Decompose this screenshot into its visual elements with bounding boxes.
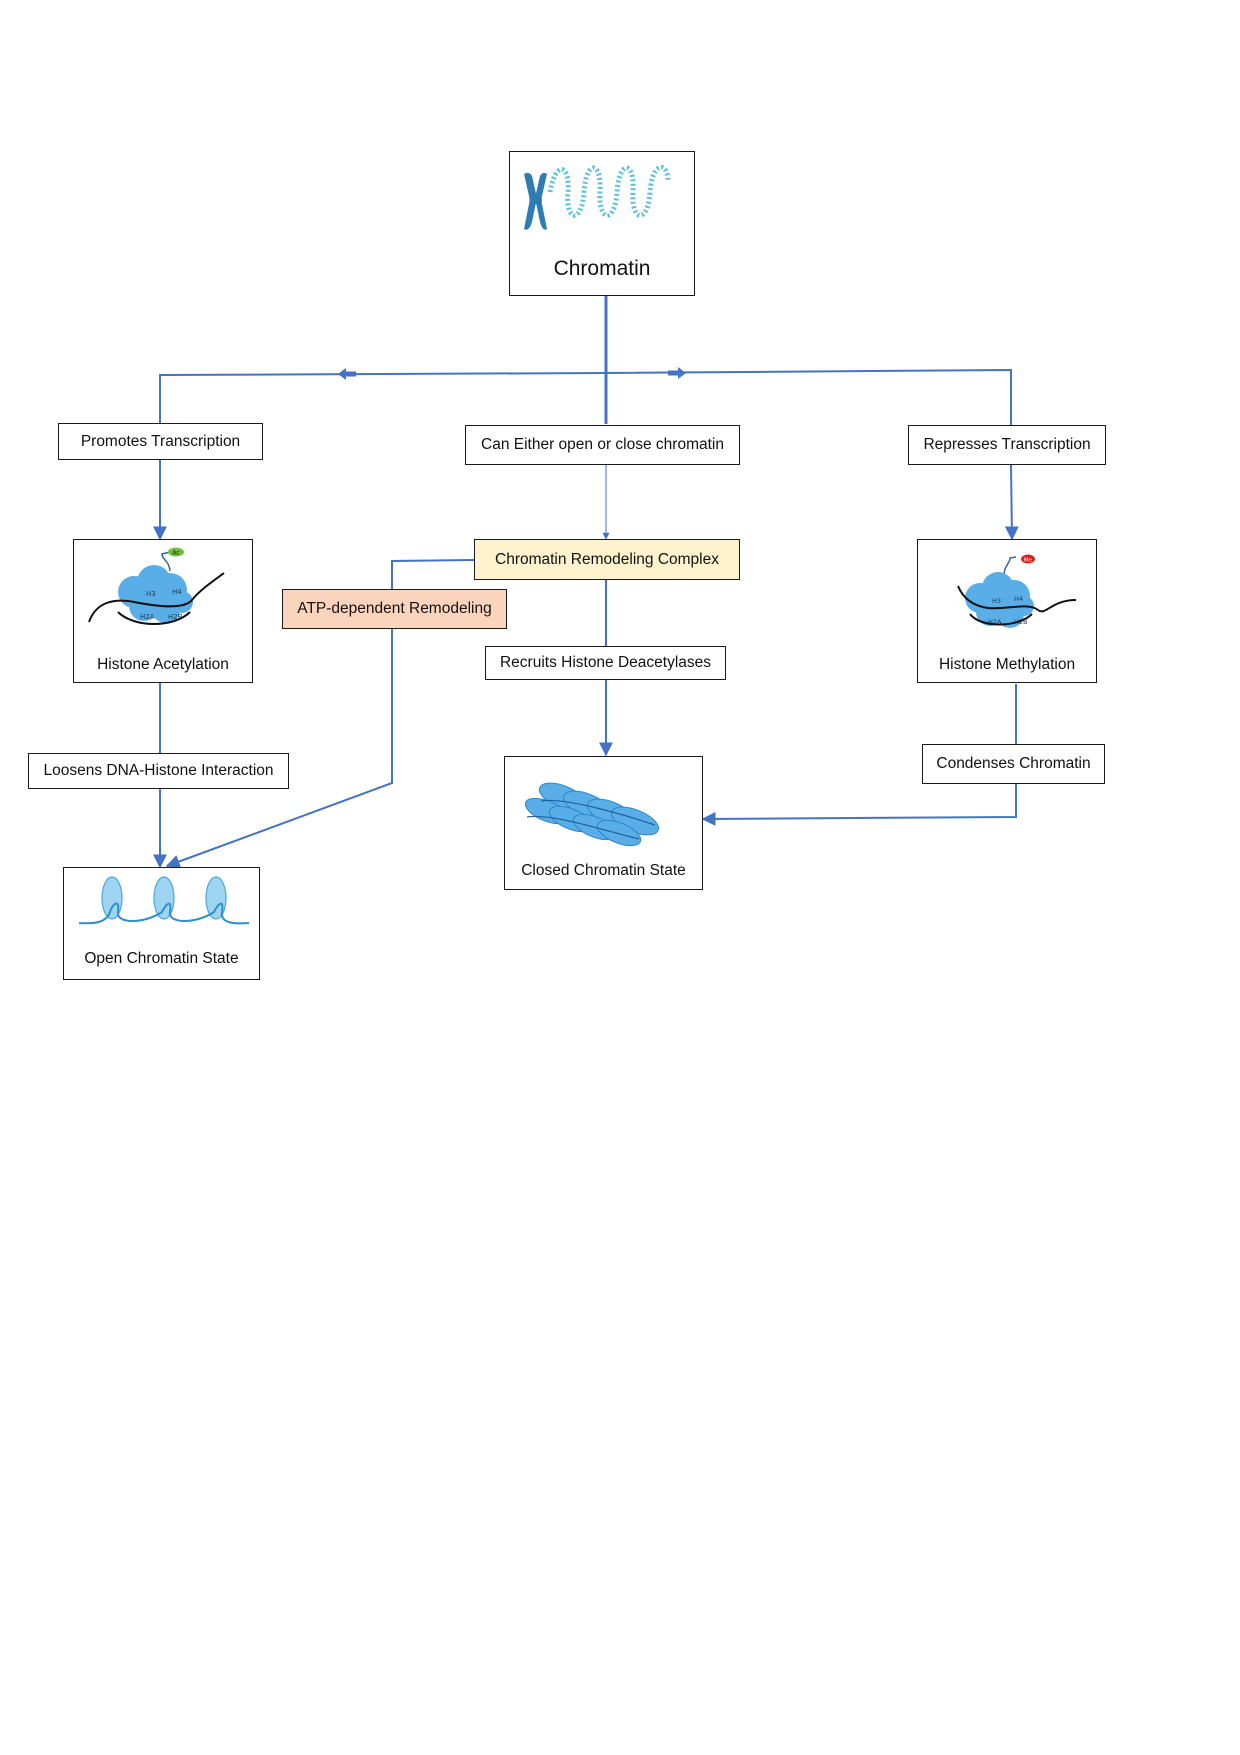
atp-dependent-remodeling-node: ATP-dependent Remodeling xyxy=(282,589,507,629)
arrow-marker-left xyxy=(338,368,346,380)
open-nucleosomes-icon xyxy=(78,876,250,925)
nucleosome-label-h4: H4 xyxy=(172,588,182,596)
connector-remodeling-to-open xyxy=(165,559,475,869)
recruits-histone-deacetylases-node: Recruits Histone Deacetylases xyxy=(485,646,726,680)
promotes-transcription-node: Promotes Transcription xyxy=(58,423,263,460)
nucleosome-label-h2a: H2A xyxy=(988,618,1002,626)
connector-represses-to-methylation xyxy=(1004,464,1019,541)
methylated-nucleosome-icon: Me H3 H4 H2A H2B xyxy=(957,554,1077,628)
condenses-chromatin-node: Condenses Chromatin xyxy=(922,744,1105,784)
nucleosome-label-h4: H4 xyxy=(1014,595,1023,603)
chromosome-dna-icon xyxy=(524,164,671,230)
histone-acetylation-node: Ac H3 H4 H2A H2B Histone Acetylation xyxy=(73,539,253,683)
connector-branch-left xyxy=(159,372,607,423)
nucleosome-label-h2b: H2B xyxy=(168,613,183,621)
histone-methylation-label: Histone Methylation xyxy=(938,656,1076,673)
connector-condenses-to-closed xyxy=(701,784,1017,826)
nucleosome-label-h3: H3 xyxy=(146,590,156,598)
connector-branch-right xyxy=(605,368,1012,425)
nucleosome-label-h2a: H2A xyxy=(140,613,155,621)
closed-chromatin-state-label: Closed Chromatin State xyxy=(521,862,686,879)
chromatin-node: Chromatin xyxy=(509,151,695,296)
nucleosome-label-h3: H3 xyxy=(992,597,1001,605)
nucleosome-label-h2b: H2B xyxy=(1014,618,1027,626)
histone-methylation-node: Me H3 H4 H2A H2B Histone Methylation xyxy=(917,539,1097,683)
histone-acetylation-label: Histone Acetylation xyxy=(97,656,229,673)
represses-transcription-node: Represses Transcription xyxy=(908,425,1106,465)
acetyl-tag-label: Ac xyxy=(172,550,179,557)
acetylated-nucleosome-icon: Ac H3 H4 H2A H2B xyxy=(88,547,225,625)
either-open-or-close-node: Can Either open or close chromatin xyxy=(465,425,740,465)
open-chromatin-state-label: Open Chromatin State xyxy=(84,950,239,967)
arrow-marker-right xyxy=(678,367,686,379)
loosens-dna-histone-interaction-node: Loosens DNA-Histone Interaction xyxy=(28,753,289,789)
methyl-tag-label: Me xyxy=(1024,558,1033,564)
closed-chromatin-state-node: Closed Chromatin State xyxy=(504,756,703,890)
condensed-nucleosomes-icon xyxy=(524,782,660,847)
chromatin-label: Chromatin xyxy=(553,257,651,280)
open-chromatin-state-node: Open Chromatin State xyxy=(63,867,260,980)
chromatin-remodeling-complex-node: Chromatin Remodeling Complex xyxy=(474,539,740,580)
